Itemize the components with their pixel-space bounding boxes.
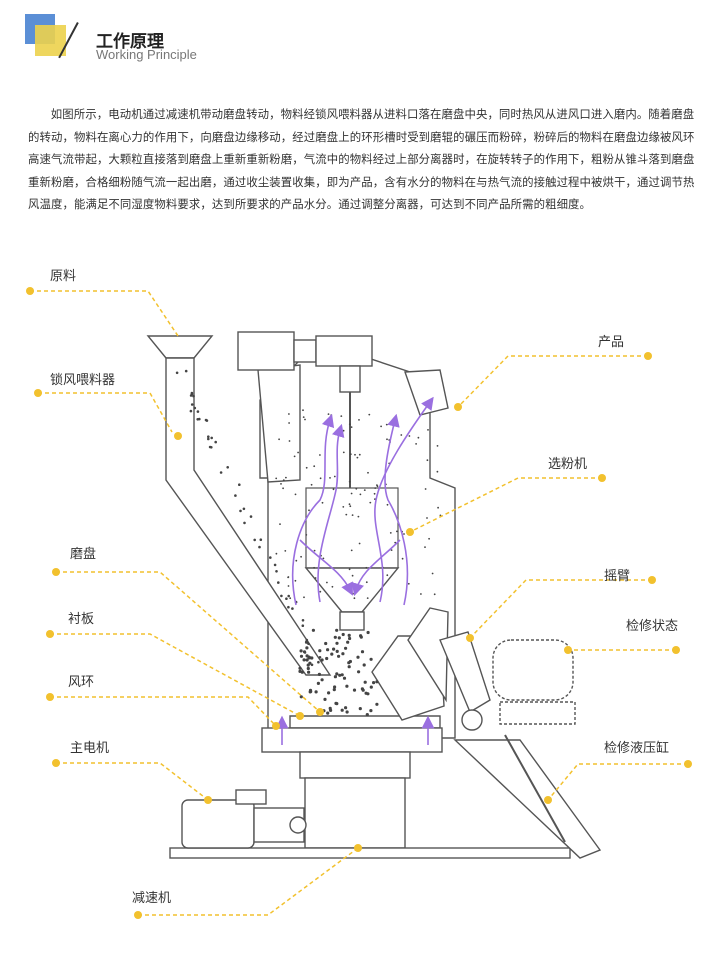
label-rocker-arm: 摇臂 bbox=[604, 569, 630, 584]
label-maintenance-cylinder: 检修液压缸 bbox=[604, 740, 669, 756]
label-wind-ring: 风环 bbox=[68, 675, 94, 690]
label-reducer: 减速机 bbox=[132, 891, 171, 906]
feed-chute bbox=[146, 335, 332, 676]
airflow-arrows bbox=[275, 396, 435, 745]
leader-lines bbox=[30, 290, 688, 916]
label-airlock-feeder: 锁风喂料器 bbox=[50, 372, 115, 388]
page-subtitle: Working Principle bbox=[96, 47, 197, 62]
label-maintenance-state: 检修状态 bbox=[626, 619, 678, 634]
label-product: 产品 bbox=[598, 335, 624, 350]
page-title: 工作原理 bbox=[96, 32, 164, 52]
leader-dots bbox=[26, 287, 692, 919]
label-separator: 选粉机 bbox=[548, 457, 587, 472]
mill-body bbox=[169, 331, 602, 859]
label-raw-material: 原料 bbox=[50, 269, 76, 284]
intro-paragraph: 如图所示，电动机通过减速机带动磨盘转动，物料经锁风喂料器从进料口落在磨盘中央，同… bbox=[28, 107, 695, 212]
label-main-motor: 主电机 bbox=[70, 741, 109, 756]
label-liner: 衬板 bbox=[68, 612, 94, 627]
material-particles bbox=[175, 369, 442, 717]
label-grinding-table: 磨盘 bbox=[70, 546, 96, 562]
